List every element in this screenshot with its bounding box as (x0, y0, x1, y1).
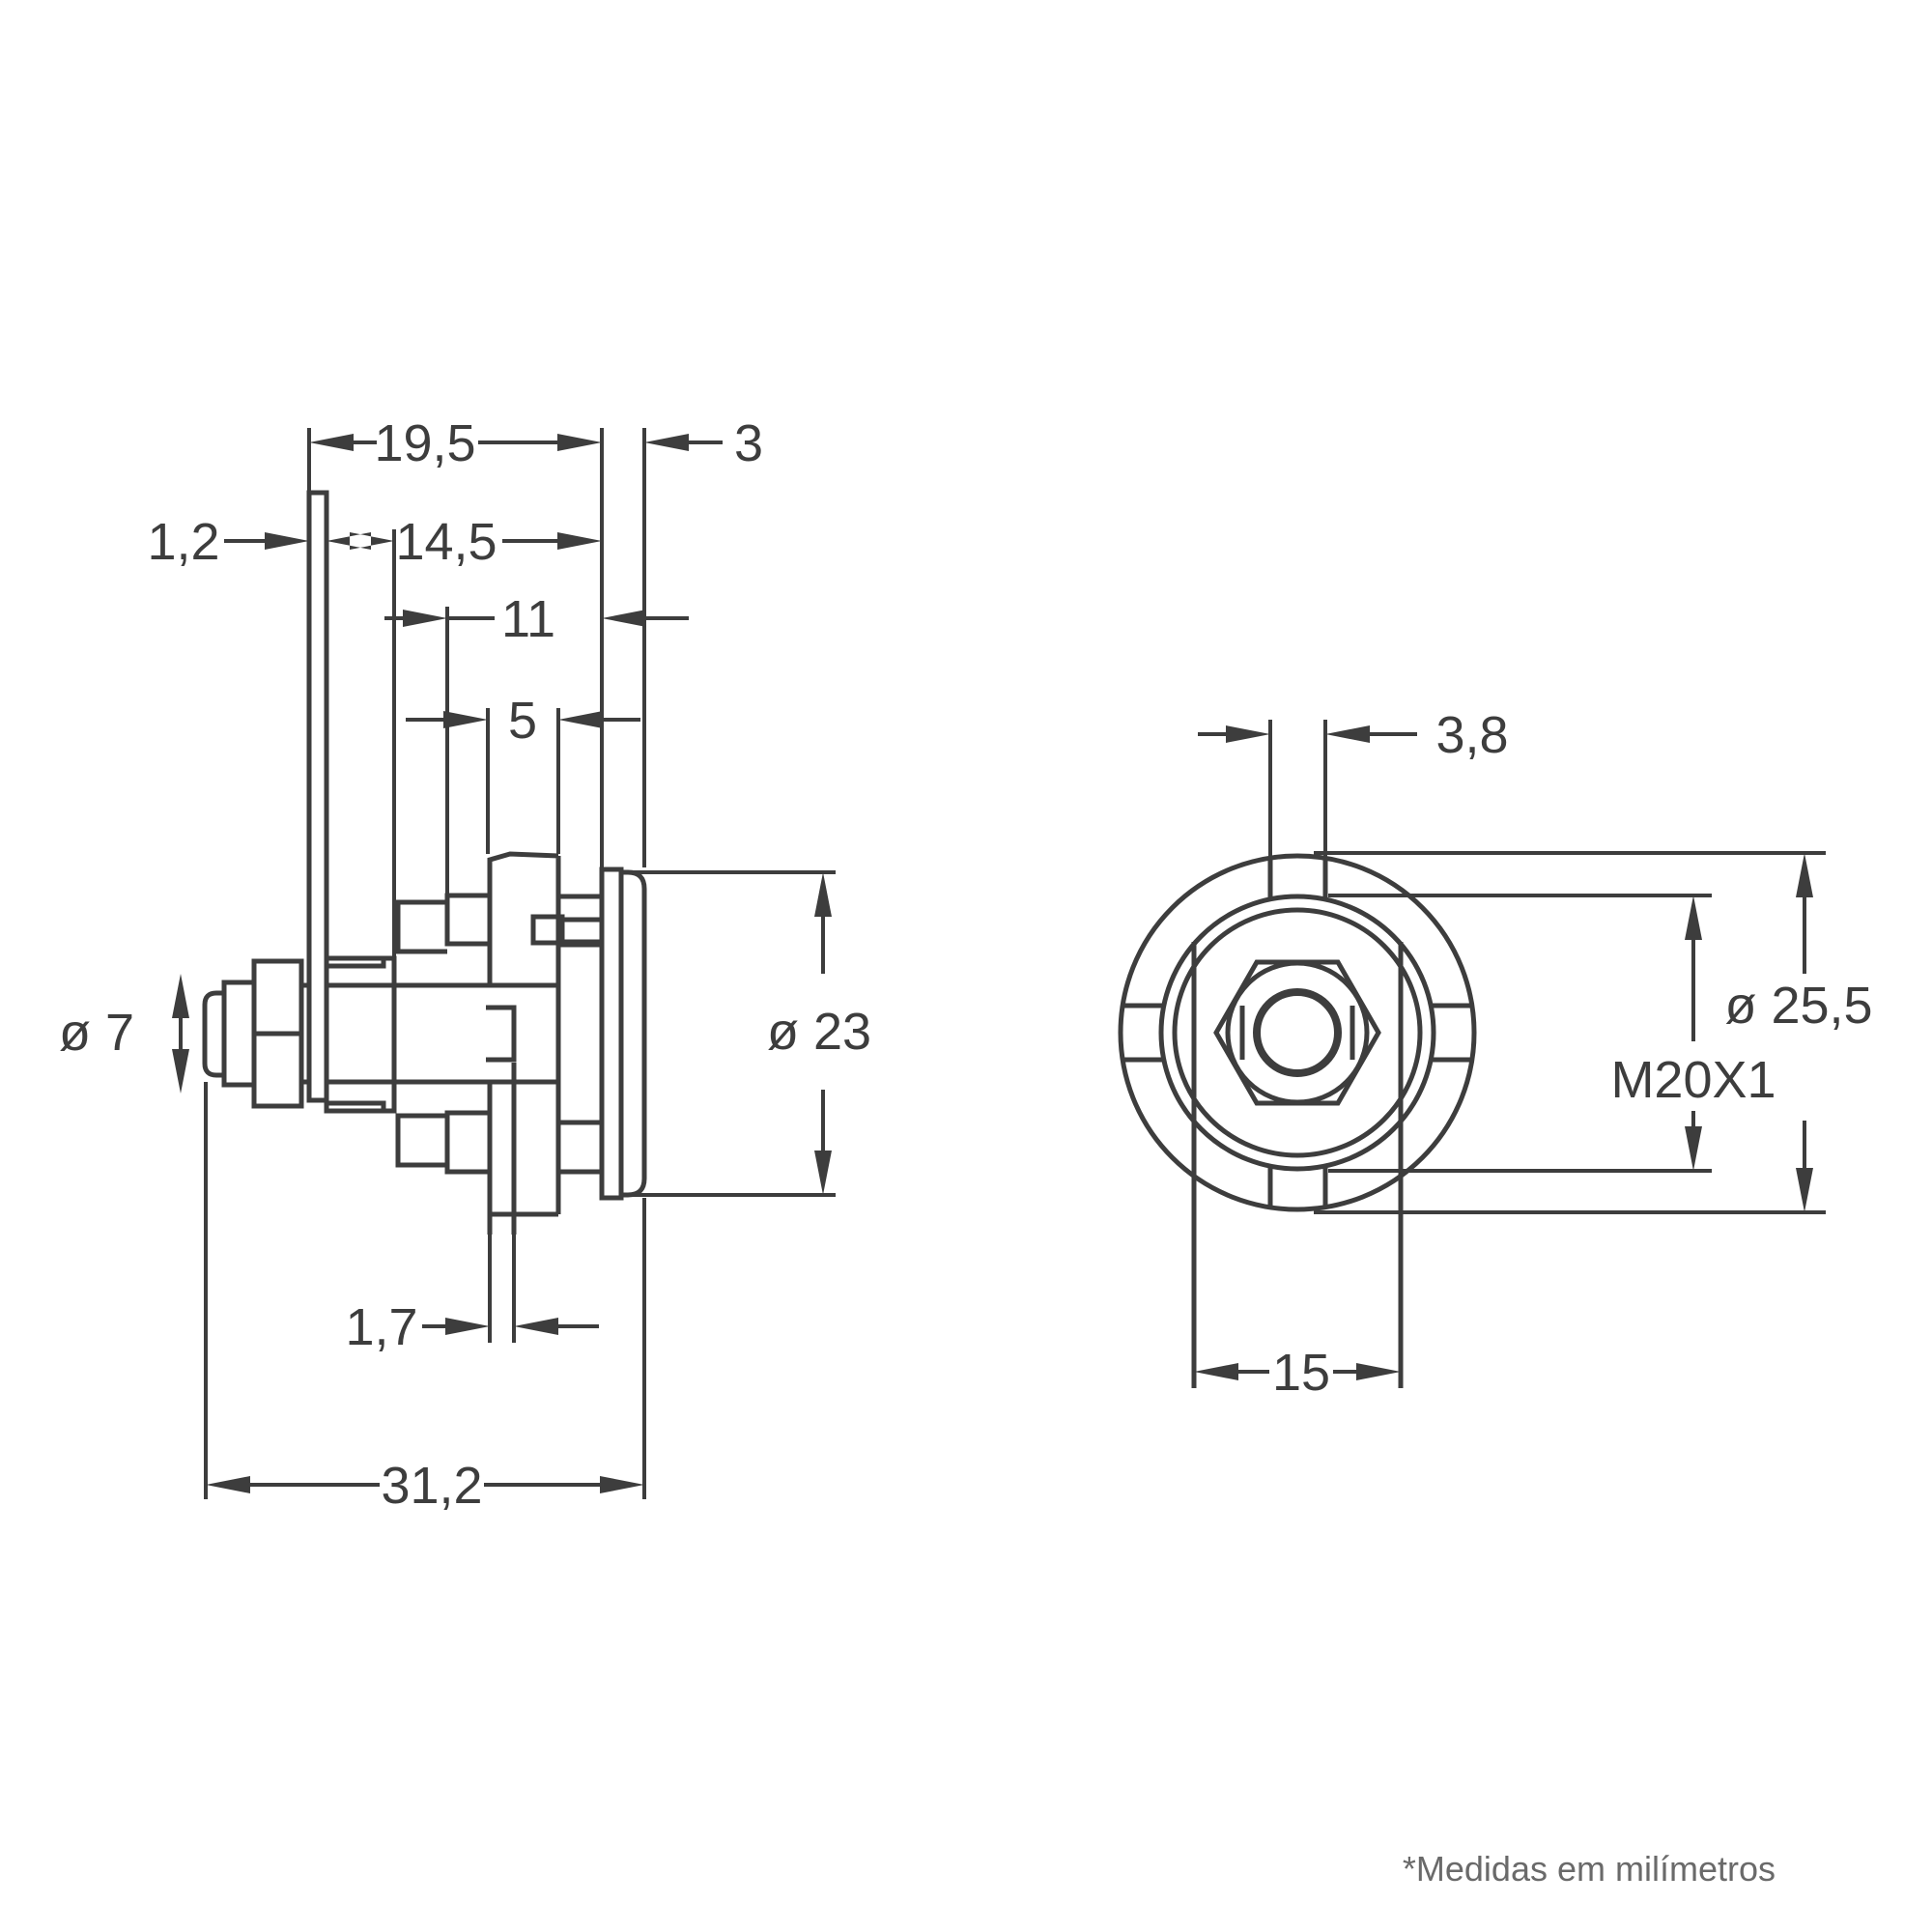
side-view: 19,5 3 1,2 14,5 11 5 ø 7 ø 23 1,7 31,2 (59, 414, 871, 1515)
cam-driver-flats (1239, 1006, 1355, 1060)
front-dimension-lines (1198, 732, 1806, 1374)
side-extension-lines (204, 428, 836, 1499)
dim-label-tab-thickness: 1,7 (345, 1298, 417, 1356)
dim-label-thread-spec: M20X1 (1610, 1051, 1776, 1109)
dim-label-overall-length: 31,2 (381, 1457, 482, 1515)
cam-plate-outline (306, 490, 329, 1103)
dim-label-flange-diameter: ø 23 (767, 1003, 871, 1061)
dim-label-body-length: 19,5 (374, 414, 475, 472)
thread-major-circle (1158, 894, 1436, 1172)
front-extension-lines (1268, 720, 1826, 1214)
dim-label-grip-length: 11 (501, 590, 555, 648)
units-note: *Medidas em milímetros (1403, 1849, 1776, 1889)
tip-outline (202, 990, 224, 1078)
housing-side-edges (1191, 942, 1404, 1388)
nut-outline (251, 958, 309, 1109)
thread-minor-circle (1172, 907, 1423, 1158)
front-view: 3,8 ø 25,5 M20X1 15 (1118, 706, 1873, 1402)
dim-label-thread-length: 14,5 (395, 513, 497, 571)
key-hole-circle (1253, 988, 1342, 1077)
hex-inscribed-circle (1225, 960, 1370, 1105)
dim-label-notch-width: 3,8 (1435, 706, 1508, 764)
dim-label-clip-width: 5 (508, 692, 537, 750)
cap-outline (621, 869, 647, 1198)
dim-label-tip-diameter: ø 7 (59, 1004, 134, 1062)
dim-label-body-width: 15 (1272, 1344, 1330, 1402)
dim-label-cam-thickness: 1,2 (147, 513, 219, 571)
washer-outline (221, 980, 257, 1088)
outer-flange-circle (1118, 853, 1477, 1212)
flange-outline (599, 867, 624, 1201)
ring-notches (1122, 858, 1472, 1208)
dim-label-cap-thickness: 3 (734, 414, 763, 472)
hex-nut-outline (1213, 959, 1381, 1106)
dim-label-outer-diameter: ø 25,5 (1724, 977, 1872, 1035)
body-outline (324, 851, 602, 1235)
